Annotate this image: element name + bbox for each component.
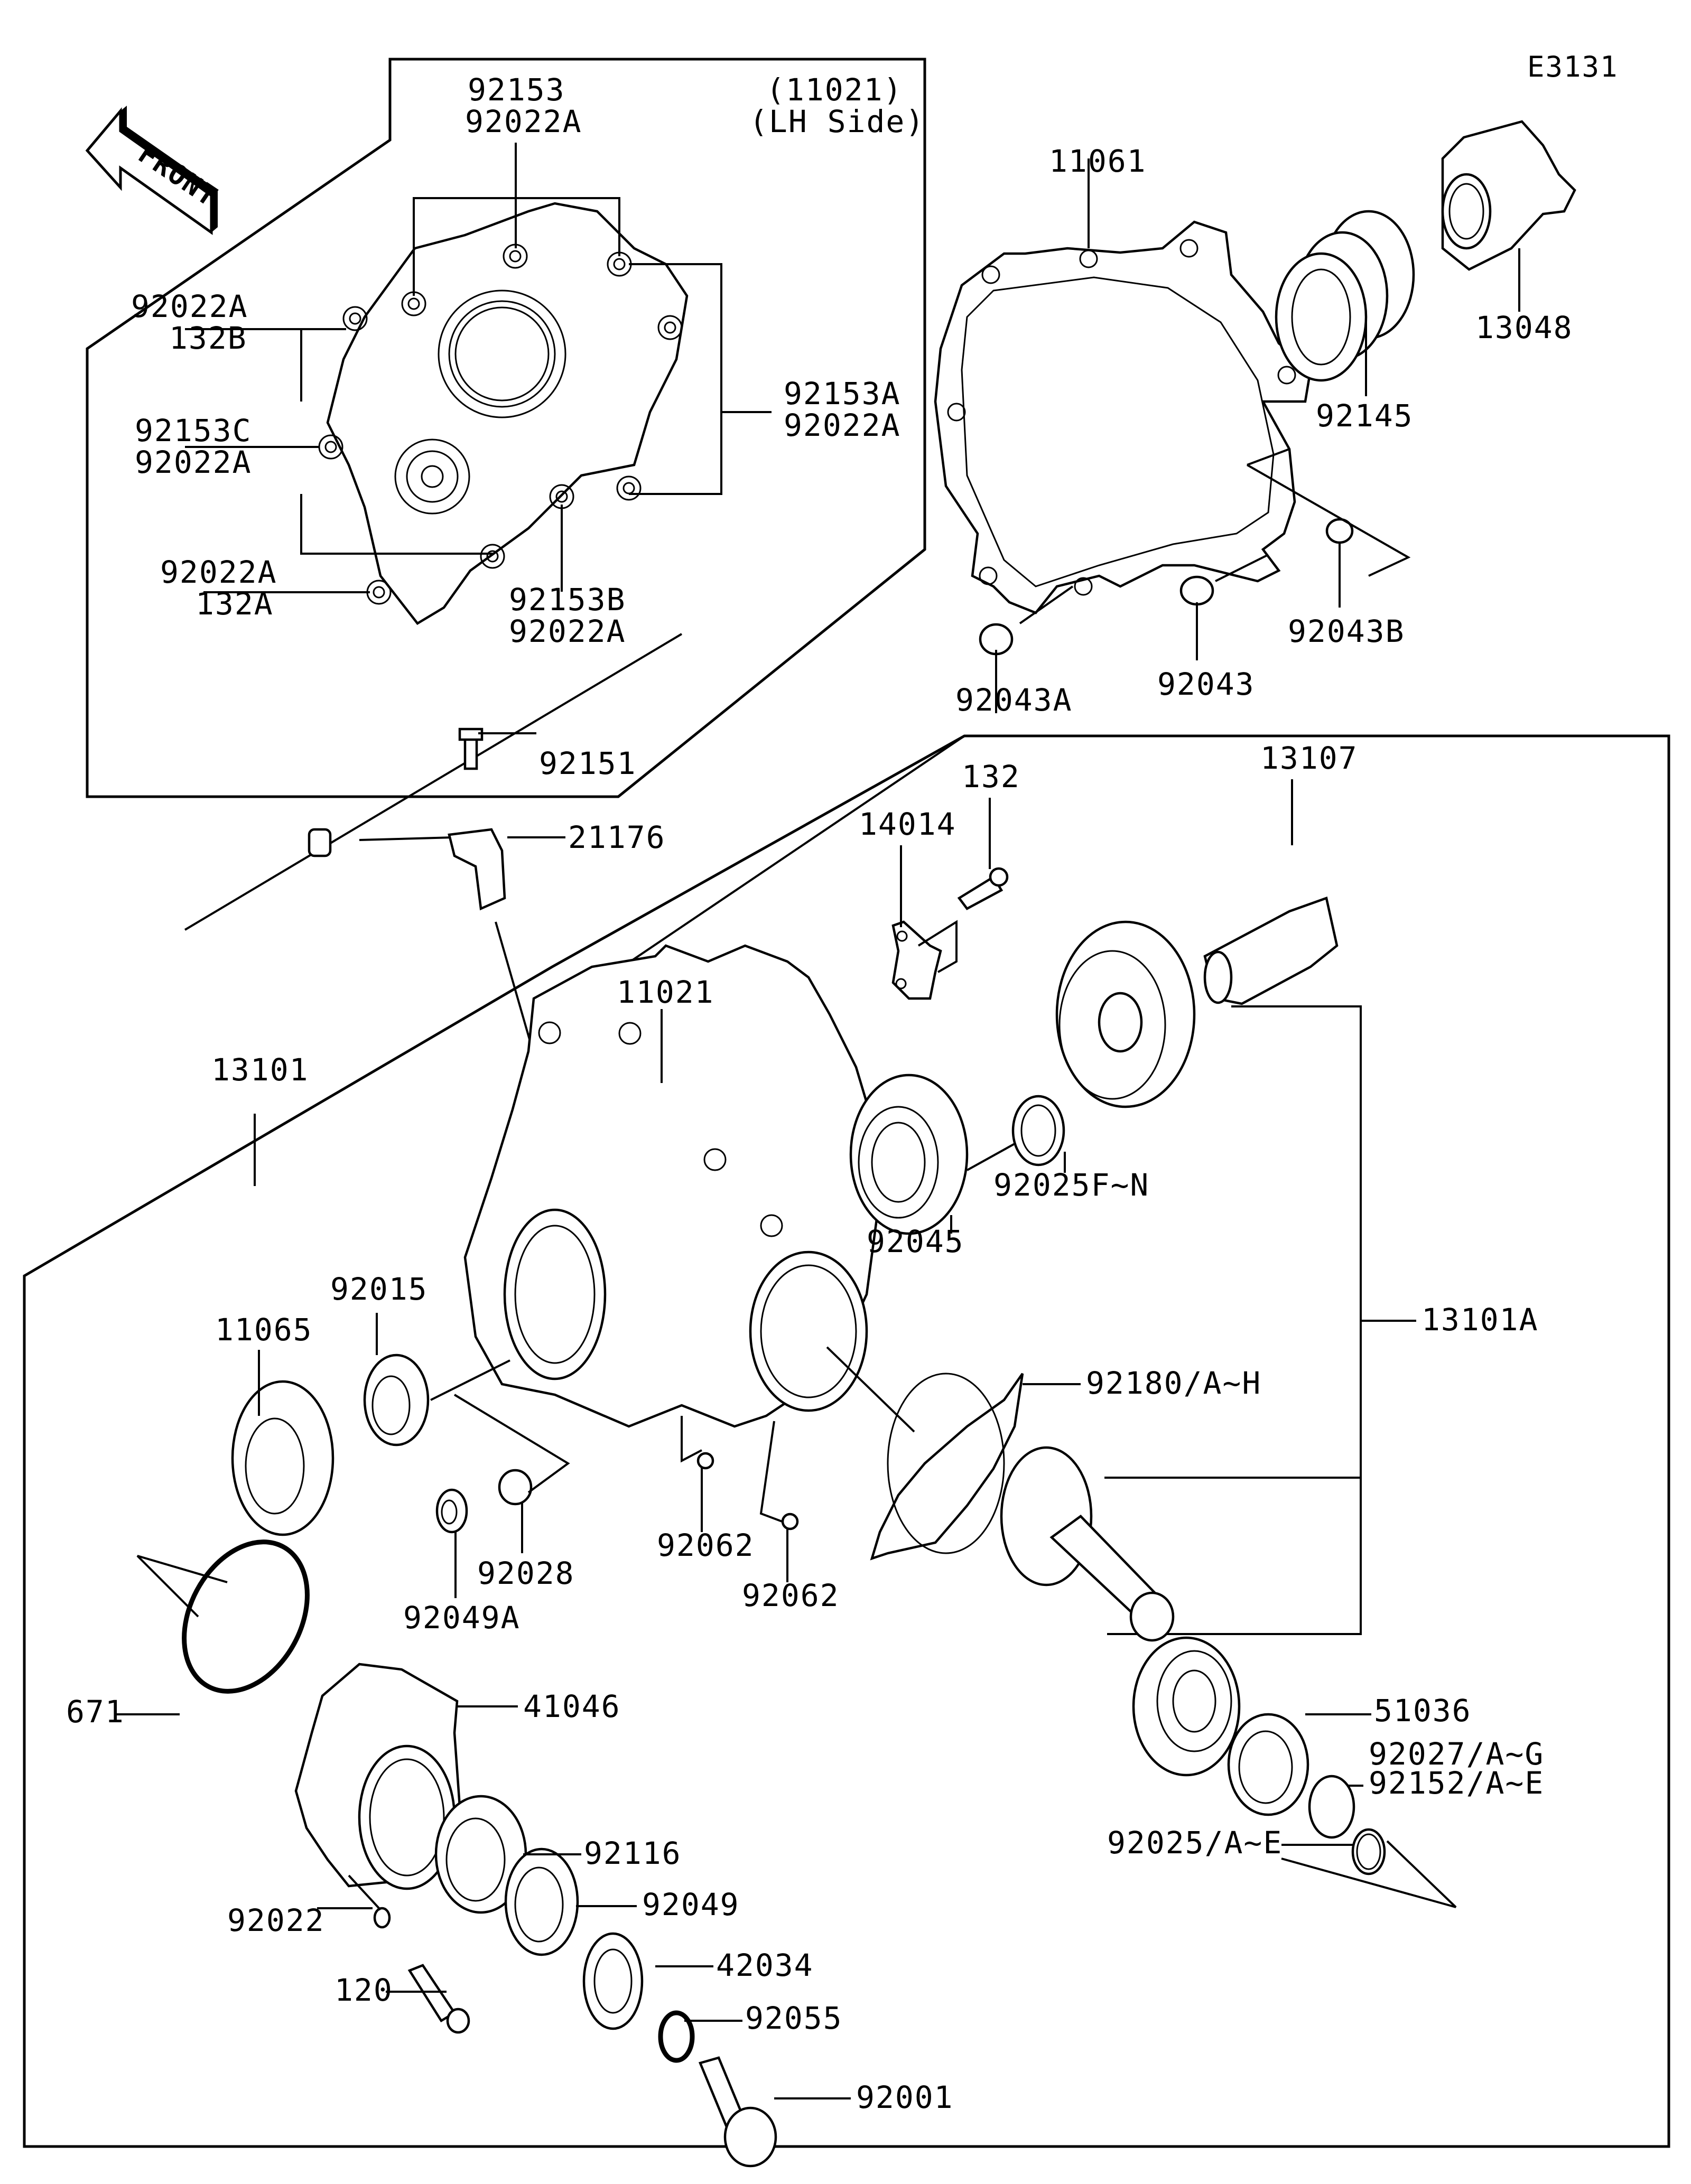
label-13048[interactable]: 13048	[1475, 310, 1573, 346]
label-92152-A-E[interactable]: 92152/A~E	[1369, 1765, 1544, 1801]
bracket-14014-icon	[891, 867, 1009, 1000]
main-frame	[23, 734, 1670, 2148]
label-11061[interactable]: 11061	[1049, 143, 1147, 179]
inset-frame	[86, 58, 926, 798]
label-92055[interactable]: 92055	[745, 2000, 843, 2036]
label-13101-visible[interactable]: 13101	[211, 1052, 309, 1088]
label-92153A[interactable]: 92153A	[784, 376, 901, 412]
label-92153[interactable]: 92153	[468, 72, 565, 108]
label-92151[interactable]: 92151	[539, 745, 637, 781]
bearing-92045-icon	[849, 1074, 1065, 1235]
oil-seal-92049A-icon	[435, 1488, 468, 1534]
label-132[interactable]: 132	[962, 759, 1020, 795]
inset-reference: (11021)	[766, 72, 903, 108]
gasket-92180-housing-leader	[826, 1346, 915, 1433]
right-lower-leaders	[1281, 1713, 1457, 1908]
label-51036[interactable]: 51036	[1374, 1693, 1472, 1729]
lower-left-leaders	[258, 1313, 788, 1598]
label-120[interactable]: 120	[335, 1972, 393, 2008]
o-ring-671-icon	[182, 1539, 310, 1694]
bracket-leaders	[900, 798, 991, 973]
label-92049[interactable]: 92049	[642, 1887, 740, 1922]
label-14014[interactable]: 14014	[859, 806, 956, 842]
diagram-code: E3131	[1527, 50, 1619, 83]
label-92025-A-E[interactable]: 92025/A~E	[1107, 1825, 1283, 1861]
oil-seal-92049-icon	[504, 1847, 579, 1956]
lh-side-cover-icon	[318, 202, 689, 625]
label-42034[interactable]: 42034	[716, 1947, 814, 1983]
label-92022A-c[interactable]: 92022A	[135, 444, 252, 480]
bolt-92001-icon	[698, 2056, 777, 2168]
label-92027-A-G[interactable]: 92027/A~G	[1369, 1736, 1544, 1772]
gasket-11061-icon	[934, 220, 1312, 614]
nut-92015-icon	[363, 1354, 430, 1446]
label-11021[interactable]: 11021	[617, 974, 714, 1010]
label-671[interactable]: 671	[66, 1694, 125, 1730]
label-92022A-a[interactable]: 92022A	[784, 407, 901, 443]
housing-41046-icon	[294, 1663, 461, 1890]
inset-leaders	[185, 143, 772, 593]
shim-92025-icon	[1351, 1828, 1386, 1875]
label-92045[interactable]: 92045	[867, 1224, 964, 1259]
spring-92145-icon	[1275, 210, 1415, 382]
o-ring-92055-icon	[658, 2010, 695, 2063]
label-92049A[interactable]: 92049A	[403, 1600, 521, 1636]
label-92028[interactable]: 92028	[477, 1555, 575, 1591]
inset-side: (LH Side)	[749, 104, 925, 139]
bearing-lower-icon	[1132, 1636, 1241, 1777]
label-92015[interactable]: 92015	[330, 1271, 428, 1307]
lower-chain-leaders	[317, 1853, 851, 2099]
bearing-leaders	[950, 1143, 1066, 1234]
washer-51036-icon	[1227, 1713, 1309, 1816]
label-92022A-132B[interactable]: 92022A	[131, 288, 248, 324]
label-92153C[interactable]: 92153C	[135, 413, 252, 449]
housing-11021-icon	[463, 944, 879, 1428]
top-right-leaders	[995, 158, 1520, 713]
ring-gear-icon	[1055, 920, 1196, 1108]
label-92180-A-H[interactable]: 92180/A~H	[1086, 1365, 1261, 1401]
label-92043B[interactable]: 92043B	[1288, 613, 1405, 649]
speed-sensor-21176-icon	[308, 727, 506, 911]
label-92022A-132A[interactable]: 92022A	[160, 554, 277, 590]
label-132B[interactable]: 132B	[169, 320, 247, 356]
washer-92022-icon	[373, 1907, 391, 1929]
label-13101A[interactable]: 13101A	[1421, 1302, 1539, 1338]
shaft-13107-icon	[1203, 897, 1339, 1005]
label-92025F-N[interactable]: 92025F~N	[993, 1167, 1149, 1203]
label-92062-b[interactable]: 92062	[742, 1578, 840, 1613]
label-92022A-b[interactable]: 92022A	[509, 613, 626, 649]
bearing-42034-icon	[582, 1932, 644, 2030]
label-92145[interactable]: 92145	[1316, 398, 1414, 434]
collar-92028-icon	[498, 1469, 533, 1506]
label-21176[interactable]: 21176	[568, 819, 666, 855]
assembly-13101-bracket	[184, 633, 683, 931]
label-92153B[interactable]: 92153B	[509, 582, 626, 618]
plugs-92062-icon	[696, 1452, 799, 1530]
label-92043A[interactable]: 92043A	[955, 682, 1073, 718]
label-11065[interactable]: 11065	[215, 1312, 313, 1348]
label-92022[interactable]: 92022	[227, 1902, 325, 1938]
gasket-92180-icon	[870, 1373, 1024, 1561]
bearing-13048-icon	[1441, 120, 1576, 271]
label-92022A-top[interactable]: 92022A	[465, 104, 582, 139]
front-arrow-icon: FRONT	[85, 106, 223, 235]
label-92043[interactable]: 92043	[1157, 666, 1255, 702]
collar-92027-icon	[1308, 1775, 1355, 1839]
label-41046[interactable]: 41046	[523, 1688, 621, 1724]
label-132A[interactable]: 132A	[196, 586, 274, 622]
label-13107[interactable]: 13107	[1260, 740, 1358, 776]
pinion-gear-icon	[1000, 1446, 1175, 1642]
o-ring-leaders	[116, 1555, 228, 1715]
label-92062-a[interactable]: 92062	[657, 1527, 755, 1563]
label-92001[interactable]: 92001	[856, 2079, 954, 2115]
label-92116[interactable]: 92116	[584, 1835, 682, 1871]
sensor-rotor-11065-icon	[231, 1380, 335, 1536]
bolt-120-icon	[407, 1964, 470, 2034]
